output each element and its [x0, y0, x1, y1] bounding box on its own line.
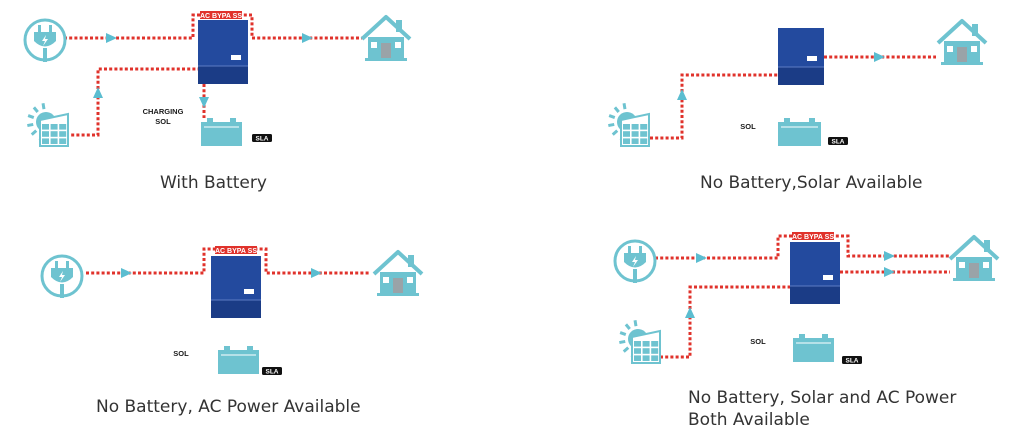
power-wire — [64, 13, 362, 40]
battery-tag-box — [252, 134, 272, 142]
flow-arrow — [93, 87, 103, 98]
battery-tag-box — [262, 367, 282, 375]
battery-tag: SLA — [832, 139, 845, 146]
house-icon — [360, 15, 412, 61]
caption-no-battery-solar-ac: No Battery, Solar and AC Power — [688, 388, 957, 408]
battery-tag-box — [842, 356, 862, 364]
status-label: SOL — [173, 349, 189, 358]
power-wire — [650, 73, 778, 140]
flow-arrow — [121, 268, 132, 278]
battery-tag: SLA — [846, 358, 859, 365]
power-wire — [655, 234, 950, 260]
solar-panel-icon — [27, 102, 69, 147]
flow-arrow — [106, 33, 117, 43]
flow-arrow — [874, 52, 885, 62]
flow-arrow — [302, 33, 313, 43]
bypass-label-box — [200, 11, 242, 19]
panel-no-battery-solar-ac: AC BYPA SS SOL SLA — [613, 232, 1000, 365]
inverter-icon — [211, 256, 261, 318]
battery-tag: SLA — [266, 369, 279, 376]
flow-arrow — [685, 307, 695, 318]
solar-panel-icon — [619, 319, 661, 364]
battery-icon — [778, 118, 821, 146]
status-label-sol: SOL — [155, 117, 171, 126]
battery-tag-box — [828, 137, 848, 145]
battery-icon — [793, 334, 834, 362]
status-label: SOL — [750, 337, 766, 346]
bypass-label-box — [792, 232, 834, 240]
bypass-label: AC BYPA SS — [200, 13, 242, 20]
flow-arrow — [884, 251, 895, 261]
battery-tag: SLA — [256, 136, 269, 143]
caption-no-battery-solar: No Battery,Solar Available — [700, 173, 923, 193]
status-label: SOL — [740, 122, 756, 131]
inverter-icon — [790, 242, 840, 304]
house-icon — [372, 250, 424, 296]
plug-icon — [40, 254, 84, 298]
bypass-label-box — [215, 246, 257, 254]
flow-arrow — [199, 97, 209, 108]
status-label-charging: CHARGING — [143, 107, 184, 116]
caption-no-battery-ac: No Battery, AC Power Available — [96, 397, 361, 417]
house-icon — [936, 19, 988, 65]
bypass-label: AC BYPA SS — [792, 234, 834, 241]
inverter-icon — [778, 28, 824, 85]
flow-arrow — [884, 267, 895, 277]
plug-icon — [23, 18, 67, 62]
panel-no-battery-ac: AC BYPA SS SOL SLA — [40, 246, 424, 376]
battery-icon — [218, 346, 259, 374]
battery-icon — [201, 118, 242, 146]
flow-arrow — [311, 268, 322, 278]
power-wire — [66, 67, 200, 137]
bypass-label: AC BYPA SS — [215, 248, 257, 255]
caption-with-battery: With Battery — [160, 173, 267, 193]
panel-no-battery-solar: SOL SLA — [608, 19, 988, 147]
plug-icon — [613, 239, 657, 283]
flow-arrow — [677, 89, 687, 100]
flow-arrow — [696, 253, 707, 263]
house-icon — [948, 235, 1000, 281]
solar-panel-icon — [608, 102, 650, 147]
inverter-icon — [198, 20, 248, 84]
power-wire — [660, 285, 790, 359]
caption-no-battery-solar-ac-line2: Both Available — [688, 410, 810, 430]
